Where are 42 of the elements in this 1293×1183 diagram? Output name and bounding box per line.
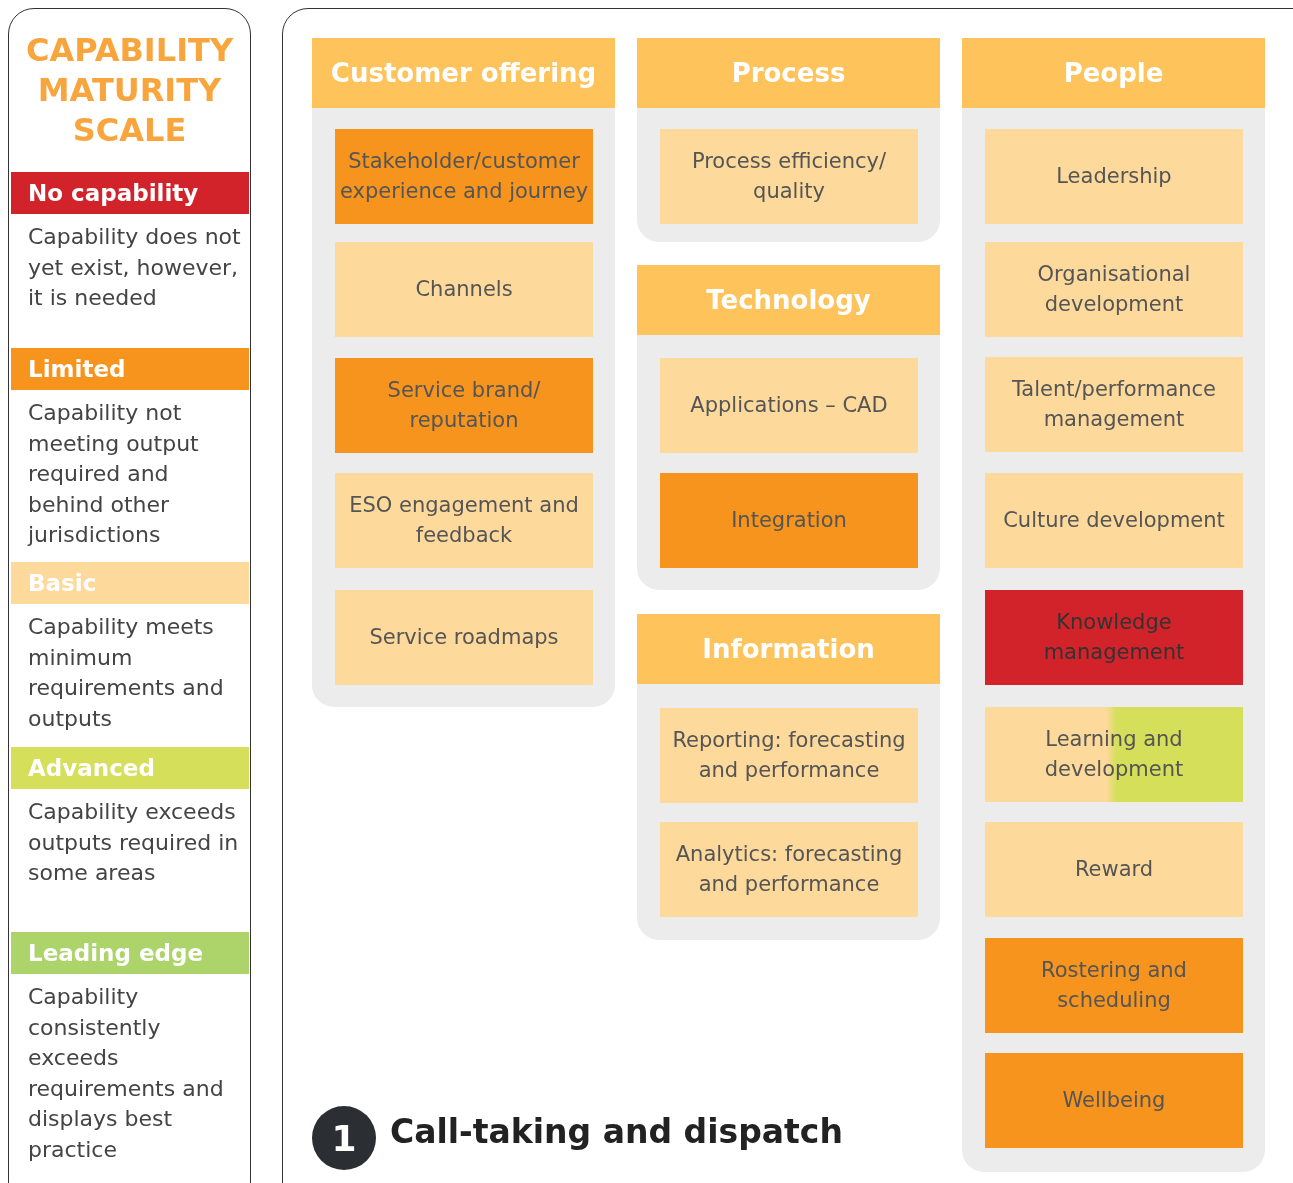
capability-box: Rostering and scheduling	[985, 938, 1243, 1033]
level-description: Capability meets minimum requirements and outputs	[28, 613, 225, 733]
level-band: Advanced	[11, 747, 249, 789]
capability-box: Channels	[335, 242, 593, 337]
capability-box: ESO engagement and feedback	[335, 473, 593, 568]
capability-box: Reporting: forecasting and performance	[660, 708, 918, 803]
capability-box: Integration	[660, 473, 918, 568]
capability-box: Reward	[985, 822, 1243, 917]
column-header: Information	[637, 614, 940, 684]
level-description: Capability does not yet exist, however, it is needed	[28, 223, 242, 312]
capability-box: Analytics: forecasting and performance	[660, 822, 918, 917]
capability-box: Learning and development	[985, 707, 1243, 802]
level-band: Basic	[11, 562, 249, 604]
level-band: No capability	[11, 172, 249, 214]
capability-box: Talent/performance management	[985, 357, 1243, 452]
scale-title: CAPABILITY MATURITY SCALE	[24, 30, 235, 150]
capability-box: Leadership	[985, 129, 1243, 224]
column-header: People	[962, 38, 1265, 108]
group-panel	[962, 38, 1265, 1172]
level-description: Capability not meeting output required and behind other jurisdictions	[28, 399, 200, 549]
diagram-title: Call-taking and dispatch	[390, 1112, 843, 1151]
capability-box: Wellbeing	[985, 1053, 1243, 1148]
capability-box: Applications – CAD	[660, 358, 918, 453]
level-description: Capability consistently exceeds requirements and displays best practice	[28, 983, 225, 1164]
level-band: Limited	[11, 348, 249, 390]
group-panel	[637, 265, 940, 590]
group-panel	[312, 38, 615, 707]
group-panel	[637, 38, 940, 242]
column-header: Customer offering	[312, 38, 615, 108]
capability-box: Knowledge management	[985, 590, 1243, 685]
capability-box: Process efficiency/ quality	[660, 129, 918, 224]
number-badge: 1	[312, 1106, 376, 1170]
capability-box: Service brand/ reputation	[335, 358, 593, 453]
column-header: Technology	[637, 265, 940, 335]
group-panel	[637, 614, 940, 940]
capability-box: Culture development	[985, 473, 1243, 568]
capability-box: Organisational development	[985, 242, 1243, 337]
capability-box: Service roadmaps	[335, 590, 593, 685]
column-header: Process	[637, 38, 940, 108]
level-description: Capability exceeds outputs required in some areas	[28, 798, 240, 887]
level-band: Leading edge	[11, 932, 249, 974]
capability-box: Stakeholder/customer experience and journey	[335, 129, 593, 224]
